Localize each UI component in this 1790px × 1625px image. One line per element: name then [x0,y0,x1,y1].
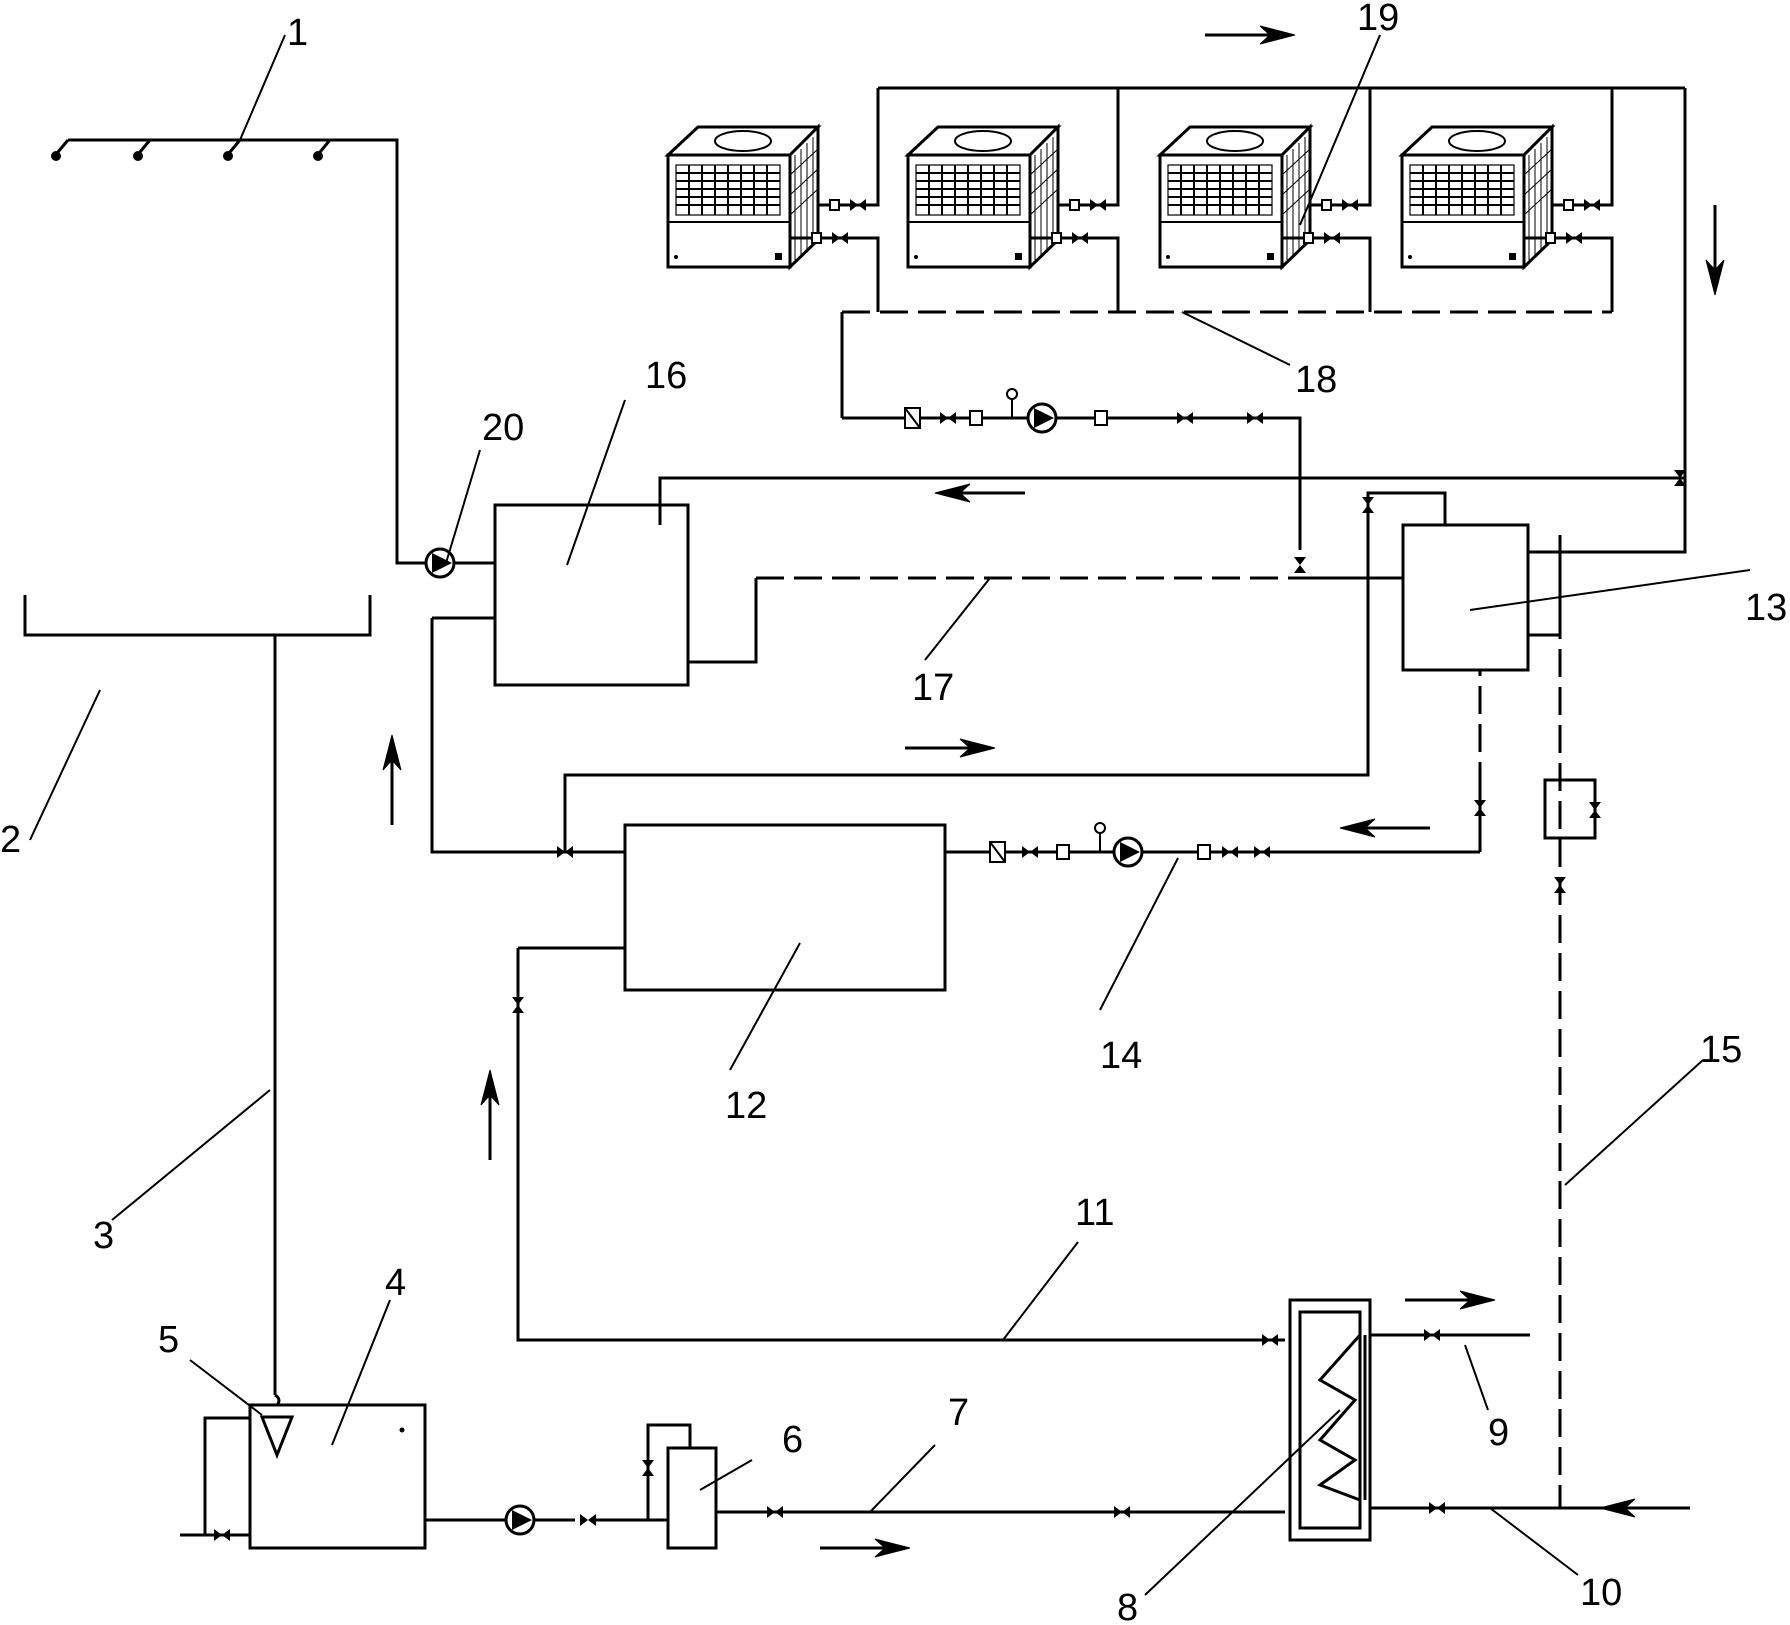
valve-icon [1554,877,1566,893]
flow-arrow-icon [903,737,997,759]
sprinkler-header [49,138,425,565]
label-9: 9 [1488,1412,1509,1454]
heat-pump-unit-icon [666,125,820,269]
label-7: 7 [948,1392,969,1434]
label-6: 6 [782,1419,803,1461]
heat-pump-unit-icon [1400,125,1554,269]
label-1: 1 [287,12,308,54]
label-10: 10 [1580,1572,1622,1614]
label-14: 14 [1100,1035,1142,1077]
label-5: 5 [158,1319,179,1361]
pump-icon [1112,836,1144,868]
tank-12 [623,823,947,992]
valve-icon [1294,557,1306,573]
label-2: 2 [0,819,21,861]
flow-arrow-icon [1403,1289,1497,1311]
float-valve-icon [259,1415,295,1460]
check-valve-icon [989,841,1006,863]
heat-pump-unit-icon [906,125,1060,269]
label-20: 20 [482,407,524,449]
sprinkler-head-icon [49,138,70,163]
sprinkler-head-icon [221,138,242,163]
coil-icon [1316,1334,1362,1502]
valve-icon [642,1460,654,1476]
heat-pump-unit-icon [1158,125,1312,269]
label-18: 18 [1295,359,1337,401]
valve-icon [1222,846,1238,858]
valve-icon [1424,1329,1440,1341]
valve-icon [1589,802,1601,818]
flow-arrow-icon [818,1537,912,1559]
plate-exchanger-13 [1401,523,1530,672]
flow-arrow-icon [479,1068,501,1162]
valve-icon [1114,1506,1130,1518]
label-17: 17 [912,667,954,709]
valve-icon [1254,846,1270,858]
label-13: 13 [1745,587,1787,629]
label-3: 3 [93,1215,114,1257]
valve-icon [1247,412,1263,424]
label-4: 4 [385,1262,406,1304]
sprinkler-head-icon [311,138,332,163]
valve-icon [1177,412,1193,424]
valve-icon [1022,846,1038,858]
flow-arrow-icon [1203,24,1297,46]
valve-icon [940,412,956,424]
flow-arrow-icon [933,482,1027,504]
label-16: 16 [645,355,687,397]
label-11: 11 [1075,1192,1114,1234]
valve-icon [214,1529,230,1541]
label-8: 8 [1117,1587,1138,1625]
flow-arrow-icon [1598,1497,1692,1519]
sprinkler-head-icon [131,138,152,163]
pump-icon [504,1504,536,1536]
valve-icon [1429,1502,1445,1514]
valve-icon [512,997,524,1013]
valve-icon [1362,497,1374,513]
flow-arrow-icon [1704,203,1726,297]
valve-icon [580,1514,596,1526]
check-valve-icon [904,407,921,429]
tank-16 [493,503,690,687]
pump-icon [1026,402,1058,434]
label-19: 19 [1357,0,1399,39]
filter-6 [666,1446,718,1550]
flow-arrow-icon [1338,817,1432,839]
valve-icon [1474,800,1486,816]
label-15: 15 [1700,1029,1742,1071]
valve-icon [1262,1334,1278,1346]
label-12: 12 [725,1085,767,1127]
flow-arrow-icon [381,733,403,827]
valve-icon [767,1506,783,1518]
collection-tray [23,595,372,637]
